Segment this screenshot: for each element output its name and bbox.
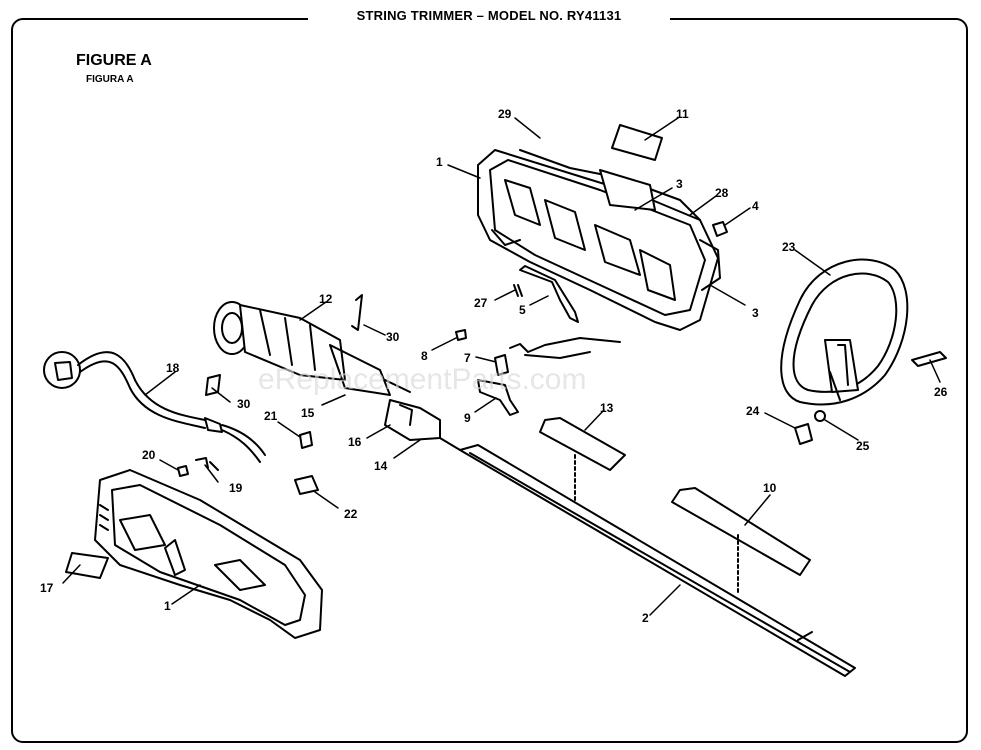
callout-26: 26: [934, 385, 948, 399]
screw-part-20: [177, 465, 189, 477]
callout-30-upper: 30: [386, 330, 400, 344]
callout-9: 9: [464, 411, 471, 425]
brush-holder-part-a: [351, 294, 363, 331]
callout-11: 11: [676, 107, 689, 121]
motor-part: [213, 301, 411, 396]
callout-1-lower: 1: [164, 599, 171, 613]
lower-housing-part: [94, 469, 323, 639]
callout-23: 23: [782, 240, 796, 254]
callout-10: 10: [763, 481, 777, 495]
callout-15: 15: [301, 406, 315, 420]
nut-part: [712, 221, 728, 237]
upper-housing-part: [477, 149, 721, 331]
callout-4: 4: [752, 199, 759, 213]
screw-part-8: [455, 329, 467, 341]
label-decal-part-10: [671, 487, 811, 576]
callout-3-upper: 3: [676, 177, 683, 191]
callout-28: 28: [715, 186, 729, 200]
screw-part-21: [299, 431, 313, 449]
terminal-part-22: [294, 475, 319, 495]
title-background: [308, 6, 670, 28]
callout-17: 17: [40, 581, 54, 595]
callout-8: 8: [421, 349, 428, 363]
trigger-part: [519, 265, 579, 323]
callout-13: 13: [600, 401, 614, 415]
bracket-part-9: [477, 379, 519, 416]
callout-24: 24: [746, 404, 760, 418]
screws-part-19: [195, 457, 219, 471]
callout-25: 25: [856, 439, 870, 453]
spring-part: [513, 284, 523, 297]
callout-30-lower: 30: [237, 397, 251, 411]
callout-29: 29: [498, 107, 512, 121]
motor-bracket-part: [384, 399, 441, 441]
power-cord-part: [43, 351, 266, 463]
washer-part-25: [814, 410, 826, 422]
callout-5: 5: [519, 303, 526, 317]
callout-3-lower: 3: [752, 306, 759, 320]
label-decal-part: [611, 124, 663, 161]
callout-16: 16: [348, 435, 362, 449]
bolt-part-26: [911, 351, 947, 367]
label-decal-part-17: [65, 552, 109, 579]
figure-title: FIGURE A: [76, 52, 152, 69]
callout-14: 14: [374, 459, 388, 473]
callout-21: 21: [264, 409, 278, 423]
callout-12: 12: [319, 292, 333, 306]
assist-handle-part: [780, 258, 909, 406]
shaft-part: [439, 437, 856, 677]
callout-19: 19: [229, 481, 243, 495]
page-title: STRING TRIMMER – MODEL NO. RY41131: [356, 8, 622, 23]
switch-wires-part: [509, 337, 621, 353]
leader-lines: [62, 117, 941, 616]
knob-part-24: [794, 423, 813, 445]
callout-2: 2: [642, 611, 649, 625]
callout-1-upper: 1: [436, 155, 443, 169]
callout-18: 18: [166, 361, 180, 375]
figure-subtitle: FIGURA A: [86, 74, 134, 85]
callout-7: 7: [464, 351, 471, 365]
callout-27: 27: [474, 296, 488, 310]
watermark: eReplacementParts.com: [258, 363, 586, 396]
callout-22: 22: [344, 507, 358, 521]
callout-20: 20: [142, 448, 156, 462]
label-decal-part-13: [539, 417, 626, 471]
